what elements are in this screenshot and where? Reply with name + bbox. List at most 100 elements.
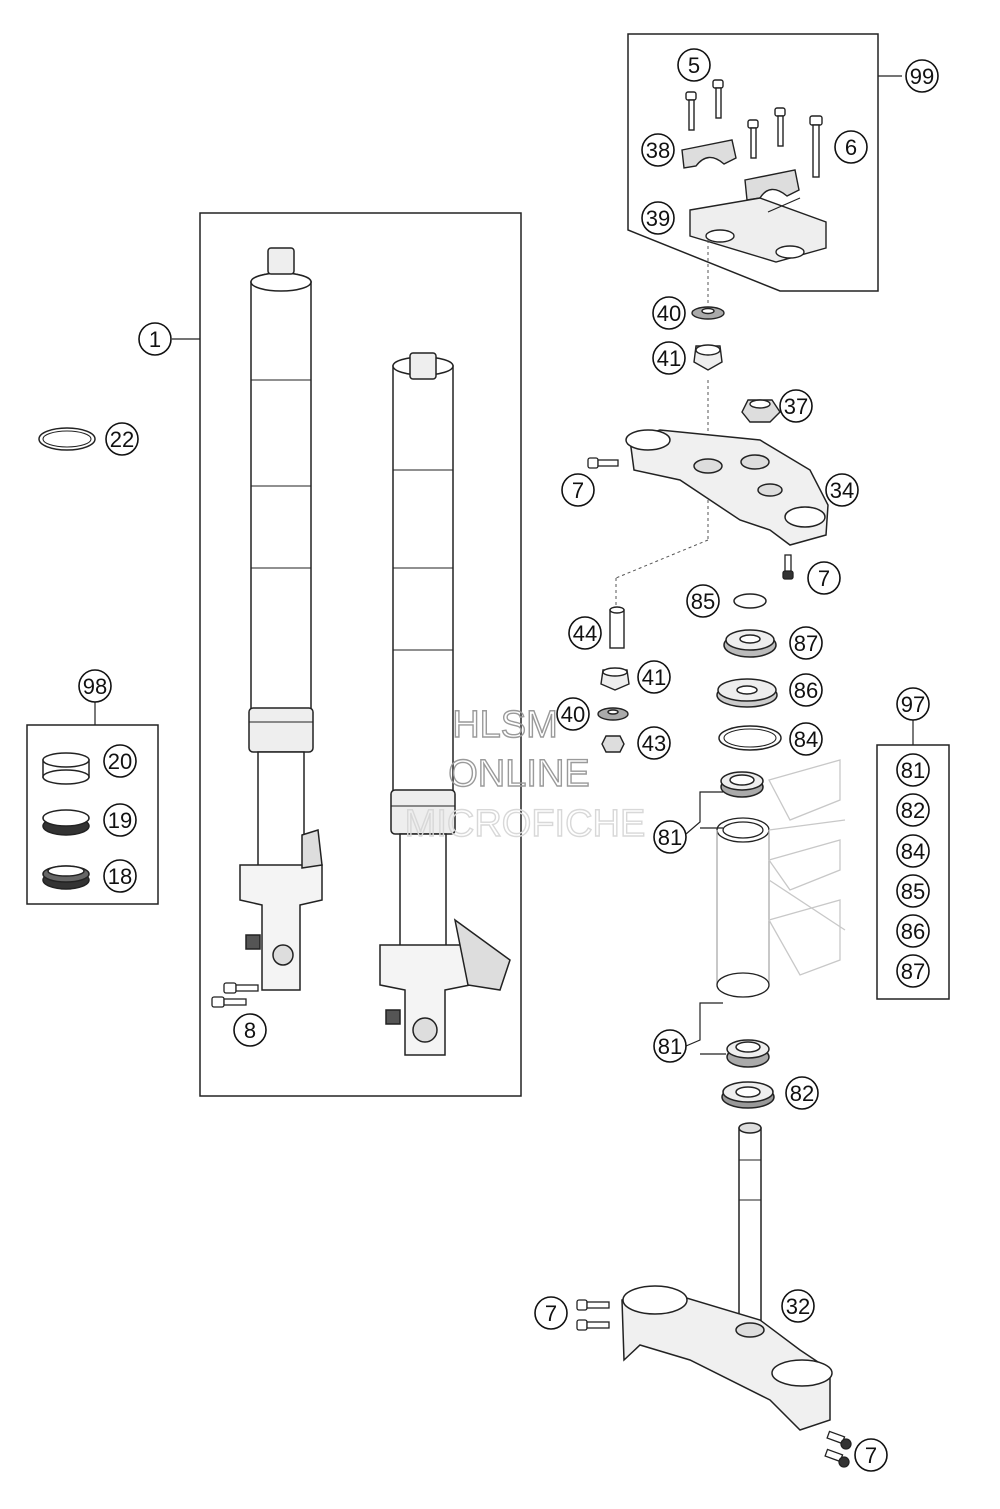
washer-40-top <box>691 306 725 320</box>
callout-circle <box>641 201 675 235</box>
handlebar-clamp-parts <box>681 79 827 263</box>
callout-c6: 6 <box>834 130 868 164</box>
callout-circle <box>686 584 720 618</box>
callout-number: 41 <box>642 665 666 690</box>
callout-number: 87 <box>901 959 925 984</box>
callout-number: 84 <box>794 727 818 752</box>
seal-82 <box>721 1081 775 1109</box>
bolts-7-lower-left <box>576 1299 610 1331</box>
callout-number: 22 <box>110 427 134 452</box>
callout-c82: 82 <box>785 1076 819 1110</box>
callout-c7d: 7 <box>854 1438 888 1472</box>
callout-c43: 43 <box>637 726 671 760</box>
callout-circle <box>896 687 930 721</box>
watermark-line-3: MICROFICHE <box>405 803 646 845</box>
callout-number: 86 <box>901 919 925 944</box>
callout-number: 6 <box>845 135 857 160</box>
ring-84 <box>718 725 782 751</box>
callout-number: 34 <box>830 478 854 503</box>
callout-c87: 87 <box>789 626 823 660</box>
callout-k97_81: 81 <box>896 753 930 787</box>
upper-triple-clamp-34 <box>625 429 829 546</box>
bearing-81-upper <box>720 771 764 798</box>
callout-number: 41 <box>657 346 681 371</box>
bearing-81-lower <box>726 1039 770 1068</box>
callout-circle <box>637 726 671 760</box>
callout-c1: 1 <box>138 322 172 356</box>
callout-c8: 8 <box>233 1013 267 1047</box>
right-fork-leg <box>379 352 511 1056</box>
bolts-7-lower-right <box>824 1430 852 1468</box>
ring-85 <box>733 593 767 609</box>
callout-number: 7 <box>545 1301 557 1326</box>
callout-k97_85: 85 <box>896 874 930 908</box>
callout-c7c: 7 <box>534 1296 568 1330</box>
callout-circle <box>834 130 868 164</box>
callout-c7a: 7 <box>561 473 595 507</box>
callout-circle <box>561 473 595 507</box>
callout-c5: 5 <box>677 48 711 82</box>
callout-circle <box>807 561 841 595</box>
callout-c34: 34 <box>825 473 859 507</box>
callout-c97: 97 <box>896 687 930 721</box>
callout-number: 85 <box>901 879 925 904</box>
callout-circle <box>825 473 859 507</box>
callout-circle <box>781 1289 815 1323</box>
callout-circle <box>641 133 675 167</box>
callout-c32: 32 <box>781 1289 815 1323</box>
callout-c22: 22 <box>105 422 139 456</box>
callout-number: 82 <box>901 798 925 823</box>
callout-circle <box>78 669 112 703</box>
callout-c99: 99 <box>905 59 939 93</box>
callout-number: 18 <box>108 864 132 889</box>
bolt-7-upper-right <box>782 554 794 580</box>
callout-circle <box>785 1076 819 1110</box>
callout-circle <box>896 954 930 988</box>
callout-c20: 20 <box>103 744 137 778</box>
bolt-7-upper-left <box>587 457 619 469</box>
watermark-line-1: HLSM <box>452 704 558 746</box>
callout-k97_87: 87 <box>896 954 930 988</box>
callout-c7b: 7 <box>807 561 841 595</box>
callout-number: 81 <box>658 825 682 850</box>
callout-k97_86: 86 <box>896 914 930 948</box>
seal-87 <box>723 629 777 658</box>
callout-circle <box>789 722 823 756</box>
seal-kit-parts <box>38 427 96 890</box>
callout-circle <box>105 422 139 456</box>
callout-circle <box>233 1013 267 1047</box>
callout-c98: 98 <box>78 669 112 703</box>
callout-number: 40 <box>561 702 585 727</box>
seal-18 <box>42 865 90 890</box>
callout-circle <box>896 914 930 948</box>
callout-c40a: 40 <box>652 296 686 330</box>
callout-number: 97 <box>901 692 925 717</box>
callout-number: 19 <box>108 808 132 833</box>
callout-number: 84 <box>901 839 925 864</box>
callout-c81a: 81 <box>653 820 687 854</box>
callout-circle <box>905 59 939 93</box>
callout-circle <box>653 820 687 854</box>
callout-circle <box>652 341 686 375</box>
callout-c44: 44 <box>568 616 602 650</box>
callout-c39: 39 <box>641 201 675 235</box>
callout-number: 7 <box>818 566 830 591</box>
callout-circle <box>896 834 930 868</box>
pin-44 <box>609 606 625 649</box>
callout-c19: 19 <box>103 803 137 837</box>
callout-c41a: 41 <box>652 341 686 375</box>
callout-c37: 37 <box>779 389 813 423</box>
callout-circle <box>779 389 813 423</box>
callout-circle <box>103 744 137 778</box>
callout-circle <box>896 793 930 827</box>
left-fork-leg <box>239 247 323 991</box>
bolt-set-8 <box>211 982 259 1008</box>
fork-assembly-box <box>199 212 522 1097</box>
washer-40-lower <box>597 707 629 721</box>
callout-circle <box>568 616 602 650</box>
callout-c41b: 41 <box>637 660 671 694</box>
callout-c84: 84 <box>789 722 823 756</box>
callout-number: 81 <box>901 758 925 783</box>
callout-number: 44 <box>573 621 597 646</box>
